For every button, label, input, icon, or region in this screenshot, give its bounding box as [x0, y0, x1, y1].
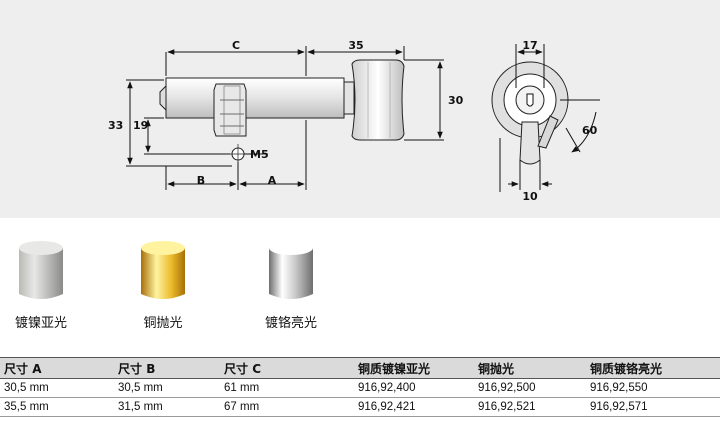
finish-label: 铜抛光	[143, 316, 183, 331]
cylinder-swatch-icon	[141, 241, 185, 299]
dim-label-c: C	[232, 39, 240, 52]
cylinder-swatch-icon	[19, 241, 63, 299]
table-row: 35,5 mm 31,5 mm 67 mm 916,92,421 916,92,…	[0, 397, 720, 417]
cell-article-polished-chrome: 916,92,571	[586, 397, 720, 417]
table-row: 30,5 mm 30,5 mm 61 mm 916,92,400 916,92,…	[0, 378, 720, 398]
spec-table: 尺寸 A 尺寸 B 尺寸 C 铜质镀镍亚光 铜抛光 铜质镀铬亮光 30,5 mm…	[0, 357, 720, 417]
cell-size-b: 30,5 mm	[114, 378, 220, 398]
finish-polished-brass: 铜抛光	[108, 236, 218, 331]
dim-label-33: 33	[108, 119, 123, 132]
dim-label-35: 35	[348, 39, 363, 52]
cell-article-matte-nickel: 916,92,400	[354, 378, 474, 398]
finish-matte-nickel: 镀镍亚光	[0, 236, 96, 331]
dim-label-60: 60	[582, 124, 598, 137]
dim-label-m5: M5	[250, 148, 269, 161]
cylinder-dimension-drawing: C 35 30 33 19 M5 B A 17	[108, 39, 600, 203]
cell-article-polished-chrome: 916,92,550	[586, 378, 720, 398]
header-polished-chrome: 铜质镀铬亮光	[586, 357, 720, 379]
finish-polished-chrome: 镀铬亮光	[236, 236, 346, 331]
cell-size-c: 67 mm	[220, 397, 354, 417]
header-polished-brass: 铜抛光	[474, 357, 586, 379]
dim-label-a: A	[268, 174, 277, 187]
header-size-b: 尺寸 B	[114, 357, 220, 379]
cylinder-front-view	[491, 61, 569, 165]
cell-article-matte-nickel: 916,92,421	[354, 397, 474, 417]
dimension-lines-side	[126, 46, 444, 190]
technical-drawing-panel: C 35 30 33 19 M5 B A 17	[0, 0, 720, 218]
cell-article-polished-brass: 916,92,521	[474, 397, 586, 417]
finish-label: 镀铬亮光	[264, 316, 317, 331]
cylinder-side-view	[159, 59, 405, 164]
cell-size-a: 30,5 mm	[0, 378, 114, 398]
finish-label: 镀镍亚光	[14, 316, 67, 331]
cell-article-polished-brass: 916,92,500	[474, 378, 586, 398]
dim-label-b: B	[197, 174, 205, 187]
header-matte-nickel: 铜质镀镍亚光	[354, 357, 474, 379]
header-size-c: 尺寸 C	[220, 357, 354, 379]
dimension-lines-front	[499, 44, 600, 192]
cell-size-b: 31,5 mm	[114, 397, 220, 417]
cylinder-swatch-icon	[269, 241, 313, 299]
cell-size-c: 61 mm	[220, 378, 354, 398]
table-header-row: 尺寸 A 尺寸 B 尺寸 C 铜质镀镍亚光 铜抛光 铜质镀铬亮光	[0, 357, 720, 379]
header-size-a: 尺寸 A	[0, 357, 114, 379]
dim-label-30: 30	[448, 94, 464, 107]
dim-label-10: 10	[522, 190, 538, 203]
dim-label-19: 19	[133, 119, 148, 132]
cell-size-a: 35,5 mm	[0, 397, 114, 417]
dim-label-17: 17	[522, 39, 537, 52]
